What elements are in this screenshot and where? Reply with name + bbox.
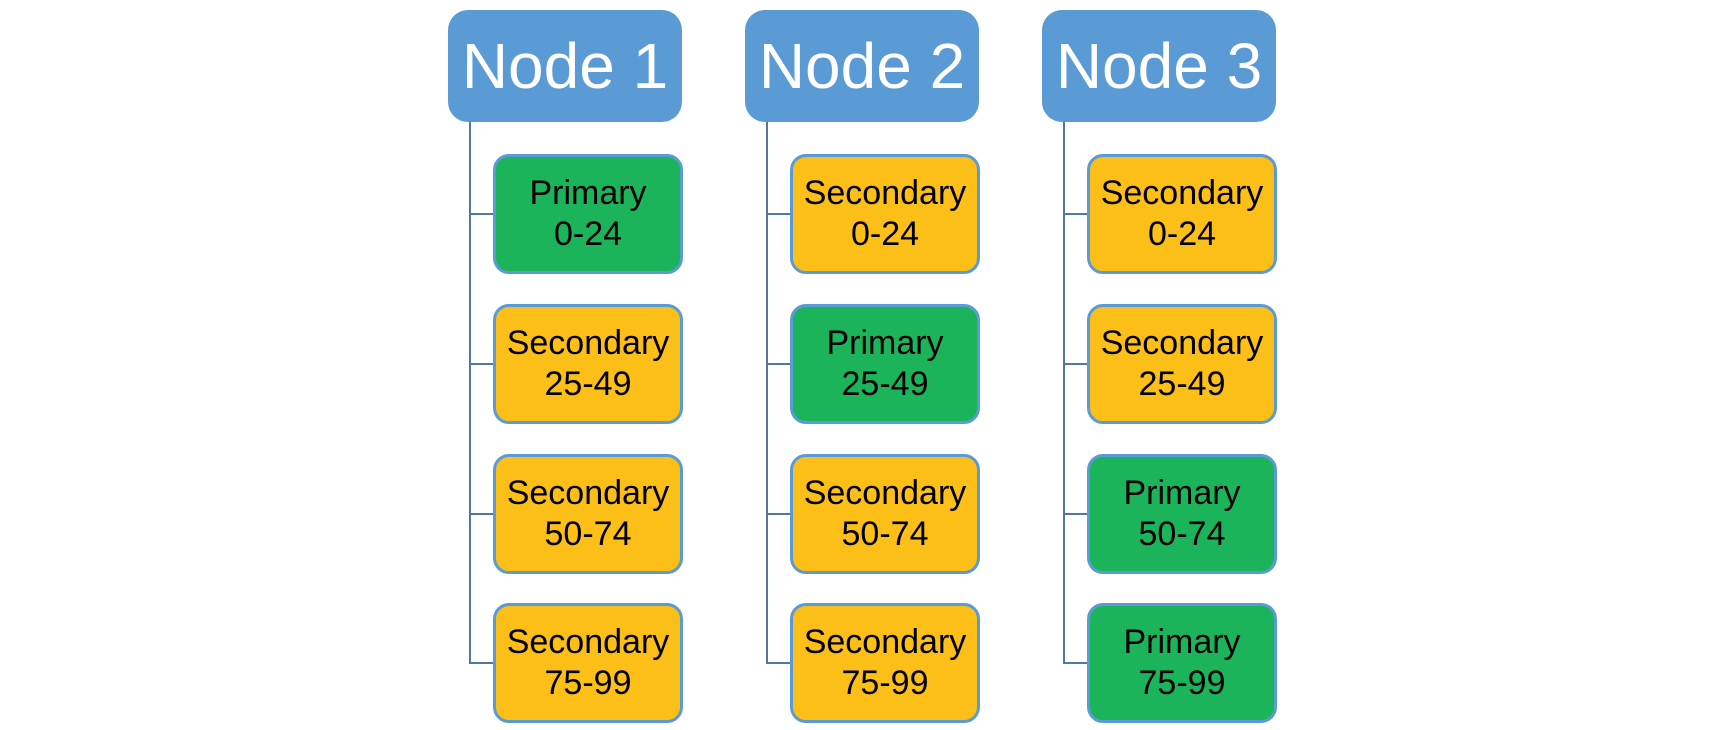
node-2-column: Node 2 Secondary 0-24 Primary 25-49 Seco… [745,10,981,725]
node-1-header: Node 1 [448,10,682,122]
node-1-child-secondary-25-49: Secondary 25-49 [493,304,683,424]
node-1-connector-line [469,122,471,664]
node-3-column: Node 3 Secondary 0-24 Secondary 25-49 Pr… [1042,10,1278,725]
child-label: Secondary [803,474,967,512]
node-3-connector-line [1063,122,1065,664]
node-3-header: Node 3 [1042,10,1276,122]
node-1-connector-stub [469,513,495,515]
child-label: Primary [1123,623,1241,661]
child-label: Primary [529,174,647,212]
node-2-connector-stub [766,662,792,664]
child-label: Secondary [803,623,967,661]
node-2-connector-stub [766,513,792,515]
child-range: 50-74 [841,515,929,553]
child-label: Secondary [803,174,967,212]
child-range: 75-99 [1138,664,1226,702]
node-2-child-secondary-75-99: Secondary 75-99 [790,603,980,723]
child-range: 0-24 [1147,215,1217,253]
node-1-child-secondary-75-99: Secondary 75-99 [493,603,683,723]
child-range: 50-74 [544,515,632,553]
child-range: 25-49 [544,365,632,403]
node-1-column: Node 1 Primary 0-24 Secondary 25-49 Seco… [448,10,684,725]
child-range: 0-24 [553,215,623,253]
node-2-child-secondary-50-74: Secondary 50-74 [790,454,980,574]
node-3-child-primary-50-74: Primary 50-74 [1087,454,1277,574]
node-2-child-secondary-0-24: Secondary 0-24 [790,154,980,274]
node-2-child-primary-25-49: Primary 25-49 [790,304,980,424]
child-label: Secondary [1100,174,1264,212]
child-range: 25-49 [841,365,929,403]
node-2-connector-line [766,122,768,664]
child-range: 75-99 [841,664,929,702]
child-range: 50-74 [1138,515,1226,553]
child-range: 0-24 [850,215,920,253]
node-2-connector-stub [766,363,792,365]
child-label: Primary [1123,474,1241,512]
node-1-child-primary-0-24: Primary 0-24 [493,154,683,274]
node-2-header: Node 2 [745,10,979,122]
child-label: Secondary [506,474,670,512]
node-3-child-primary-75-99: Primary 75-99 [1087,603,1277,723]
node-1-connector-stub [469,363,495,365]
child-label: Secondary [1100,324,1264,362]
node-1-connector-stub [469,662,495,664]
node-3-child-secondary-0-24: Secondary 0-24 [1087,154,1277,274]
node-3-child-secondary-25-49: Secondary 25-49 [1087,304,1277,424]
child-label: Secondary [506,623,670,661]
node-2-connector-stub [766,213,792,215]
node-3-connector-stub [1063,213,1089,215]
child-label: Secondary [506,324,670,362]
node-3-connector-stub [1063,363,1089,365]
node-3-connector-stub [1063,513,1089,515]
child-label: Primary [826,324,944,362]
node-1-child-secondary-50-74: Secondary 50-74 [493,454,683,574]
child-range: 75-99 [544,664,632,702]
node-3-connector-stub [1063,662,1089,664]
node-1-connector-stub [469,213,495,215]
child-range: 25-49 [1138,365,1226,403]
